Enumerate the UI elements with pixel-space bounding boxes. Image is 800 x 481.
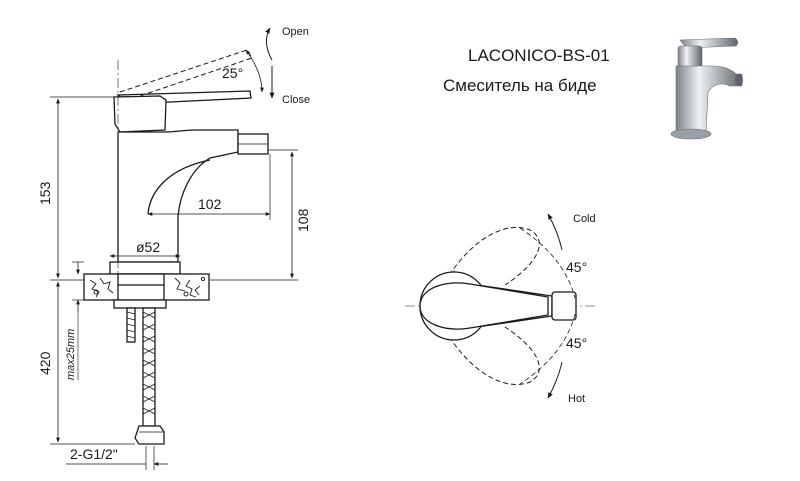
close-label: Close (282, 94, 310, 106)
lever-angle-arc (245, 49, 264, 93)
open-arrow (265, 27, 273, 61)
base-diameter-label: ø52 (136, 239, 160, 255)
cold-angle-label: 45° (566, 259, 587, 275)
base-ring (109, 261, 181, 275)
spout-reach-label: 102 (198, 196, 222, 212)
faucet-head (113, 95, 167, 133)
mounting-nut (117, 273, 165, 301)
top-view (405, 213, 598, 399)
braided-hose (142, 307, 156, 427)
model-title: LACONICO-BS-01 (468, 46, 610, 65)
spout-curve (147, 159, 211, 215)
cold-arrow (547, 213, 563, 251)
open-label: Open (282, 26, 309, 38)
handle-top (419, 282, 549, 330)
cold-arc (519, 227, 576, 299)
spout-height-label: 108 (295, 208, 311, 232)
hot-arc (519, 313, 576, 385)
product-subtitle: Смеситель на биде (443, 76, 597, 95)
lever-cold-position (444, 226, 540, 286)
hose-nut (134, 425, 165, 445)
hot-arrow (547, 361, 563, 399)
hot-angle-label: 45° (566, 335, 587, 351)
product-photo (670, 37, 743, 140)
hot-label: Hot (568, 393, 585, 405)
spout-outlet (551, 291, 577, 321)
faucet-body (117, 129, 239, 263)
cold-label: Cold (573, 213, 596, 225)
lever-hot-position (444, 326, 540, 386)
connection-label: 2-G1/2" (70, 446, 118, 462)
lever-angle-label: 25° (222, 65, 243, 81)
height-total-label: 153 (37, 181, 53, 205)
hose-length-label: 420 (37, 351, 53, 375)
side-view (50, 27, 298, 470)
max-thickness-label: max25mm (65, 329, 77, 380)
